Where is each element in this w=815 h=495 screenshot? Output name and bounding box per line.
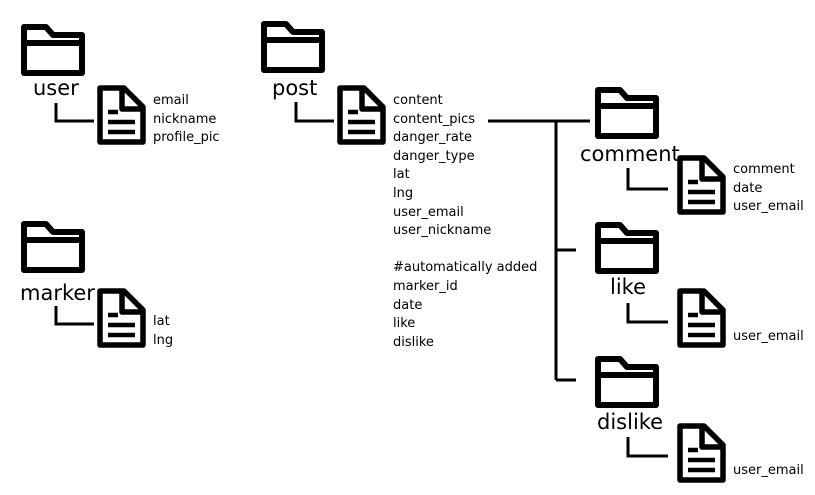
field-lng: lng	[153, 332, 174, 348]
comment-folder-icon	[598, 90, 656, 136]
comment-connector	[626, 168, 668, 191]
comment-collection-label: comment	[580, 142, 680, 166]
user-document-icon	[100, 88, 143, 142]
dislike-connector	[626, 437, 668, 458]
field-lat: lat	[153, 314, 170, 329]
field-profile-pic: profile_pic	[153, 130, 220, 146]
dislike-collection-label: dislike	[597, 410, 664, 434]
auto-added-note: #automatically added	[393, 260, 538, 276]
field-danger-type: danger_type	[393, 148, 475, 164]
marker-folder-icon	[24, 224, 82, 270]
marker-collection-label: marker	[20, 281, 95, 305]
like-document-icon	[680, 291, 723, 345]
user-connector	[54, 103, 94, 123]
marker-connector	[54, 306, 94, 326]
field-lng: lng	[393, 185, 414, 201]
field-comment: comment	[733, 162, 795, 177]
field-email: email	[153, 93, 189, 108]
field-user-email: user_email	[733, 199, 804, 215]
like-folder-icon	[598, 225, 656, 271]
comment-fields-list: comment date user_email	[733, 161, 804, 217]
field-lat: lat	[393, 167, 410, 183]
user-fields-list: email nickname profile_pic	[153, 92, 220, 148]
user-folder-icon	[24, 27, 82, 73]
field-spacer	[393, 241, 537, 260]
post-connector	[294, 102, 334, 123]
comment-document-icon	[680, 158, 723, 212]
field-like: like	[393, 316, 416, 332]
dislike-document-icon	[680, 426, 723, 480]
post-collection-label: post	[272, 76, 318, 100]
field-nickname: nickname	[153, 111, 217, 127]
field-marker-id: marker_id	[393, 278, 458, 294]
subcollection-connector	[488, 119, 590, 382]
field-content: content	[393, 93, 443, 108]
like-fields-list: user_email	[733, 328, 804, 347]
post-document-icon	[340, 88, 383, 142]
like-connector	[626, 303, 668, 324]
like-collection-label: like	[610, 275, 647, 299]
marker-fields-list: lat lng	[153, 313, 173, 350]
post-folder-icon	[264, 24, 322, 70]
post-fields-list: content content_pics danger_rate danger_…	[393, 92, 537, 352]
field-user-email: user_email	[733, 463, 804, 478]
field-content-pics: content_pics	[393, 111, 476, 127]
field-date: date	[393, 297, 423, 313]
dislike-folder-icon	[598, 359, 656, 405]
dislike-fields-list: user_email	[733, 462, 804, 481]
marker-document-icon	[100, 291, 143, 345]
field-user-nickname: user_nickname	[393, 223, 492, 239]
field-user-email: user_email	[393, 204, 464, 220]
field-date: date	[733, 180, 763, 196]
user-collection-label: user	[33, 76, 79, 100]
field-danger-rate: danger_rate	[393, 130, 472, 146]
field-dislike: dislike	[393, 334, 434, 350]
field-user-email: user_email	[733, 329, 804, 344]
